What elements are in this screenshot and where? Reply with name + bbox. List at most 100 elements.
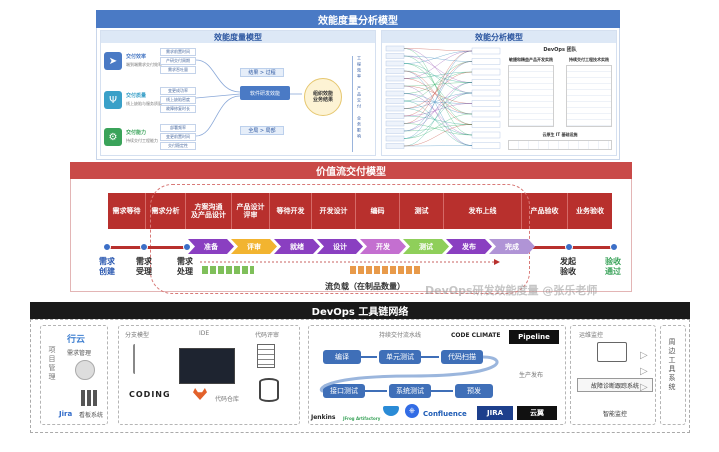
docker-icon (383, 406, 399, 416)
toolchain-panel (30, 319, 690, 433)
capability-desc: 线上缺陷与服务质量 (126, 101, 162, 106)
analysis-target (471, 47, 501, 55)
analysis-node (385, 120, 405, 127)
global-over-local-label: 全局 > 局部 (240, 126, 284, 135)
milestone-dot (140, 243, 148, 251)
analysis-link (403, 123, 473, 136)
pipeline-step-api-test[interactable]: 接口测试 (323, 384, 365, 398)
ide-label: IDE (199, 330, 210, 337)
milestone-dot (103, 243, 111, 251)
analysis-model-title: 效能分析模型 (382, 31, 616, 43)
flow-step-develop: 开发 (360, 239, 406, 254)
xingyun-logo: 行云 (67, 335, 86, 345)
flow-step-test: 测试 (403, 239, 449, 254)
analysis-node (385, 75, 405, 82)
branch-icon (133, 344, 147, 374)
code-repo-label: 代码仓库 (215, 396, 240, 403)
project-mgmt-block: 项目管理 行云 需求管理 Jira 看板系统 (40, 325, 108, 425)
peripheral-tools-label: 周边工具系统 (668, 338, 676, 392)
analysis-node (385, 60, 405, 67)
analysis-link (403, 55, 473, 62)
pipeline-block: 持续交付流水线 CODE CLIMATE Pipeline 编译 单元测试 代码… (308, 325, 566, 425)
smart-monitor-system[interactable]: 智能监控 (602, 410, 627, 418)
analysis-practices: DevOps 团队 敏捷和精益产品开发实践 持续交付工程技术实践 云原生 IT … (504, 45, 616, 153)
peripheral-tools-block: 周边工具系统 (660, 325, 686, 425)
wip-label: 流负载（在制品数量） (325, 282, 405, 291)
metric-item: 交付稳定性 (160, 142, 196, 150)
pipeline-step-staging[interactable]: 预发 (455, 384, 493, 398)
analysis-link (403, 92, 473, 124)
fault-diagnosis-system[interactable]: 故障诊断跟踪系统 (577, 378, 653, 392)
cloud-infra-label: 云原生 IT 基础设施 (542, 132, 578, 137)
pipeline-step-code-scan[interactable]: 代码扫描 (441, 350, 483, 364)
analysis-link (403, 63, 473, 94)
analysis-link (403, 48, 473, 52)
confluence-logo: Confluence (423, 410, 467, 418)
send-icon: ➤ (104, 52, 122, 70)
result-over-process-label: 结果 > 过程 (240, 68, 284, 77)
analysis-target (471, 142, 501, 149)
capability-title: 交付质量 (126, 93, 147, 99)
analysis-target (471, 100, 501, 107)
pipeline-title: 持续交付流水线 (379, 332, 422, 339)
org-goal-node: 组织效能 业务结果 (304, 78, 342, 116)
stage-coding: 编码 (356, 193, 400, 229)
analysis-link (403, 71, 473, 79)
analysis-link (403, 100, 473, 104)
analysis-target (471, 131, 501, 139)
peripheral-arrows: ▷▷▷ (640, 350, 648, 393)
metric-item: 产研交付周期 (160, 57, 196, 65)
metric-item: 需求吞吐量 (160, 66, 196, 74)
pipeline-step-system-test[interactable]: 系统测试 (389, 384, 431, 398)
analysis-link (403, 92, 473, 109)
stage-requirement-wait: 需求等待 (108, 193, 146, 229)
jira-logo: Jira (59, 410, 73, 418)
branch-model-label: 分支模型 (125, 332, 150, 339)
side-label: 产品交付 (357, 86, 362, 110)
analysis-target (471, 58, 501, 65)
goal-side-labels: 工程效率 产品交付 业务影响 (352, 56, 368, 152)
gear-icon: ⚙ (104, 128, 122, 146)
code-review-label: 代码评审 (255, 332, 280, 339)
measurement-model-title: 效能度量模型 (101, 31, 375, 43)
metric-list-capability: 部署频率 变更前置时间 交付稳定性 (160, 124, 196, 150)
analysis-node (385, 53, 405, 59)
efficiency-model-title: 效能度量分析模型 (96, 10, 620, 28)
person-icon (75, 360, 95, 380)
requirement-mgmt-label: 需求管理 (67, 350, 92, 357)
milestone-requirement-created: 需求 创建 (99, 257, 115, 276)
prod-release-label: 生产发布 (519, 372, 544, 379)
analysis-link (403, 100, 473, 146)
analysis-link (403, 48, 473, 94)
analysis-link (403, 145, 473, 147)
analysis-node (385, 105, 405, 112)
analysis-link (403, 82, 473, 87)
analysis-node (385, 113, 405, 119)
metric-item: 变更成功率 (160, 87, 196, 95)
metric-item: 故障修复时长 (160, 105, 196, 113)
capability-title: 交付能力 (126, 130, 147, 136)
kanban-icon (81, 390, 99, 406)
analysis-link (403, 50, 473, 79)
capability-desc: 端到端需求交付效率 (126, 62, 162, 67)
software-efficiency-node: 软件研发效能 (240, 86, 290, 100)
pipeline-logo: Pipeline (509, 330, 559, 344)
analysis-link (403, 82, 473, 132)
analysis-node (385, 135, 405, 142)
stage-testing: 测试 (400, 193, 444, 229)
analysis-target (471, 121, 501, 128)
analysis-node (385, 68, 405, 74)
metric-list-quality: 变更成功率 线上缺陷密度 故障修复时长 (160, 87, 196, 113)
milestone-dot (610, 243, 618, 251)
stage-dev-design: 开发设计 (312, 193, 356, 229)
milestone-dot (183, 243, 191, 251)
wip-blocks-green (202, 266, 254, 274)
flow-step-deploy: 发布 (446, 239, 492, 254)
stage-solution-design: 方案沟通 及产品设计 (186, 193, 232, 229)
value-stream-title: 价值流交付模型 (70, 162, 632, 179)
pipeline-step-unit-test[interactable]: 单元测试 (379, 350, 421, 364)
analysis-link (403, 113, 473, 139)
agile-practices-title: 敏捷和精益产品开发实践 (509, 57, 553, 62)
pipeline-step-compile[interactable]: 编译 (323, 350, 361, 364)
analysis-link (403, 93, 473, 115)
